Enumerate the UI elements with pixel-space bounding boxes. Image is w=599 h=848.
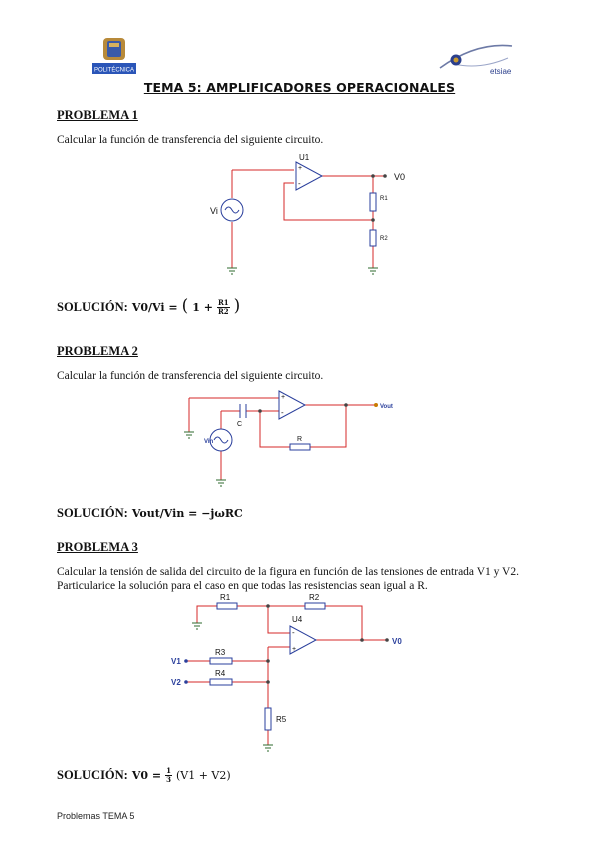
r1-label: R1	[380, 196, 388, 202]
problem-1-solution: SOLUCIÓN: V0/Vi = ( 1 + R1 R2 )	[57, 296, 240, 322]
v2-label: V2	[171, 678, 181, 687]
v0-label: V0	[394, 172, 405, 182]
solution-1-numerator: R1	[216, 297, 230, 308]
solution-3-label: SOLUCIÓN:	[57, 768, 128, 782]
problem-2-text: Calcular la función de transferencia del…	[57, 370, 324, 382]
solution-3-lhs: V0 =	[131, 769, 162, 782]
r1-p3-label: R1	[220, 593, 231, 602]
u4-label: U4	[292, 615, 303, 624]
c-label: C	[237, 421, 242, 428]
solution-3-rhs: (V1 + V2)	[175, 769, 231, 782]
v1-label: V1	[171, 657, 181, 666]
solution-3-denominator: 3	[166, 774, 171, 784]
v0-out-label: V0	[392, 637, 402, 646]
etsiae-logo: etsiae	[436, 40, 516, 78]
u1-minus: -	[298, 179, 301, 188]
solution-3-numerator: 1	[165, 765, 172, 776]
solution-1-label: SOLUCIÓN:	[57, 300, 128, 314]
vi-label: Vi	[210, 206, 218, 216]
solution-2-expr: Vout/Vin = −jωRC	[131, 507, 243, 520]
r-label: R	[297, 436, 302, 443]
solution-3-fraction: 1 3	[165, 765, 172, 784]
p2-minus: -	[281, 408, 284, 417]
solution-1-lhs: V0/Vi =	[131, 301, 178, 314]
u4-plus: +	[292, 646, 296, 653]
r4-label: R4	[215, 669, 226, 678]
r3-label: R3	[215, 648, 226, 657]
p2-plus: +	[281, 394, 285, 401]
vin-label: Vin	[204, 439, 214, 445]
problem-3-heading: PROBLEMA 3	[57, 540, 138, 554]
solution-1-denominator: R2	[217, 306, 229, 316]
politecnica-logo: POLITÉCNICA	[92, 36, 136, 76]
solution-1-fraction: R1 R2	[216, 297, 230, 316]
r5-label: R5	[276, 715, 287, 724]
problem-3-solution: SOLUCIÓN: V0 = 1 3 (V1 + V2)	[57, 766, 231, 790]
solution-1-paren-open: (	[181, 296, 189, 316]
problem-1-text: Calcular la función de transferencia del…	[57, 134, 324, 146]
solution-1-one-plus: 1 +	[192, 301, 213, 314]
r2-p3-label: R2	[309, 593, 320, 602]
u1-plus: +	[298, 165, 302, 172]
solution-1-paren-close: )	[233, 296, 241, 316]
problem-3-text-line1: Calcular la tensión de salida del circui…	[57, 566, 519, 578]
u4-minus: -	[292, 628, 295, 637]
problem-2-solution: SOLUCIÓN: Vout/Vin = −jωRC	[57, 504, 243, 522]
problem-1-heading: PROBLEMA 1	[57, 108, 138, 122]
page-title: TEMA 5: AMPLIFICADORES OPERACIONALES	[143, 80, 456, 95]
etsiae-logo-text: etsiae	[490, 67, 512, 76]
politecnica-logo-text: POLITÉCNICA	[94, 67, 134, 74]
u1-label: U1	[299, 153, 310, 162]
page-footer: Problemas TEMA 5	[57, 811, 135, 821]
problem-2-heading: PROBLEMA 2	[57, 344, 138, 358]
vout-label: Vout	[380, 404, 393, 410]
problem-3-text-line2: Particularice la solución para el caso e…	[57, 580, 428, 592]
r2-label: R2	[380, 236, 388, 242]
solution-2-label: SOLUCIÓN:	[57, 506, 128, 520]
